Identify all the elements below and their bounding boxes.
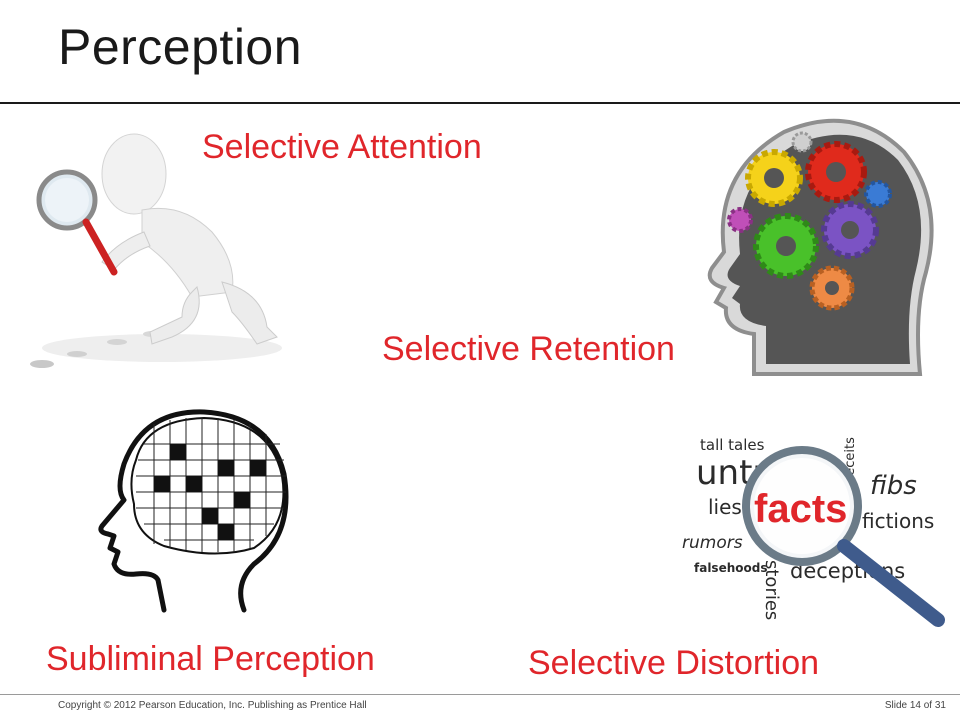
- word-falsehoods: falsehoods: [694, 561, 767, 575]
- word-facts: facts: [754, 487, 847, 531]
- magnifier-figure-illustration: [30, 133, 282, 368]
- brain-head-illustration: [98, 409, 289, 613]
- word-rumors: rumors: [682, 533, 743, 553]
- footer-copyright: Copyright © 2012 Pearson Education, Inc.…: [58, 700, 367, 711]
- gears-head-illustration: [707, 118, 934, 376]
- label-selective-distortion: Selective Distortion: [528, 644, 820, 682]
- label-selective-attention: Selective Attention: [202, 128, 482, 166]
- slide-title: Perception: [58, 19, 303, 75]
- title-divider: [0, 102, 960, 104]
- label-selective-retention: Selective Retention: [382, 330, 675, 368]
- footer-divider: [0, 694, 960, 695]
- word-cloud-illustration: tall tales untruths deceits lies fibs ru…: [682, 436, 945, 627]
- footer-slide-number: Slide 14 of 31: [884, 700, 946, 711]
- word-lies: lies: [708, 495, 742, 519]
- word-fibs: fibs: [870, 471, 917, 501]
- word-stories: stories: [761, 560, 782, 620]
- label-subliminal-perception: Subliminal Perception: [46, 640, 375, 678]
- word-tall-tales: tall tales: [700, 436, 765, 454]
- word-fictions: fictions: [862, 509, 934, 533]
- gear-icon: [745, 149, 803, 207]
